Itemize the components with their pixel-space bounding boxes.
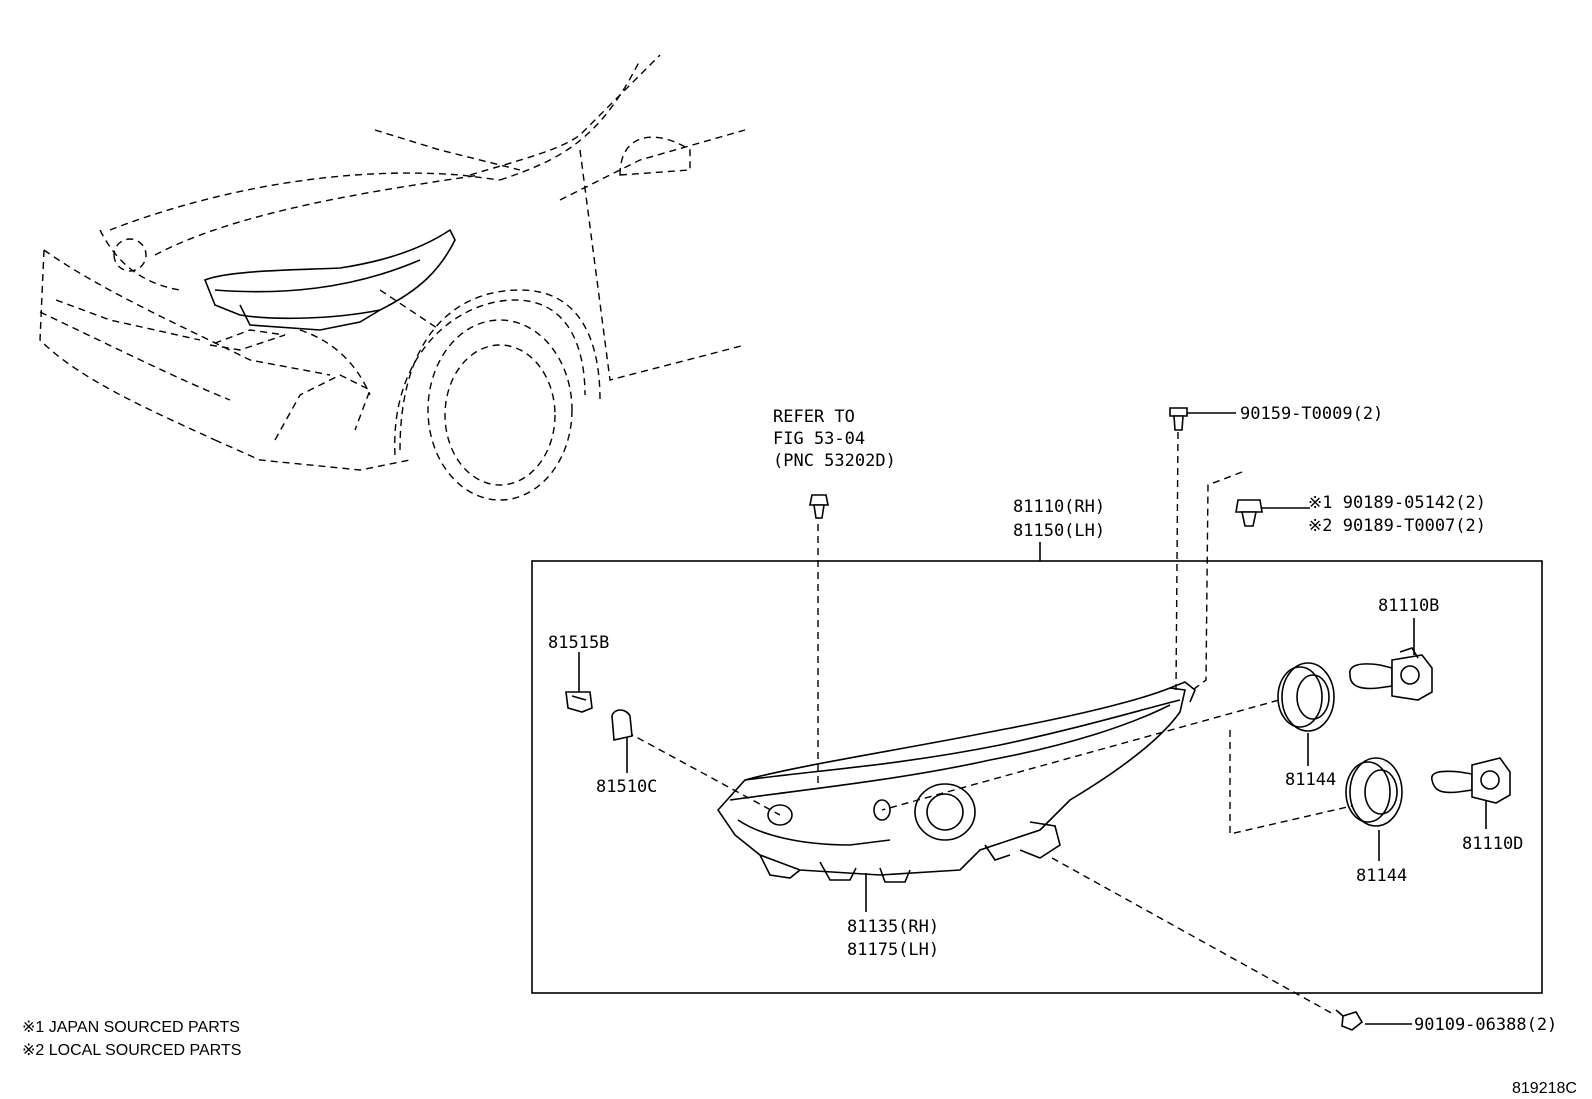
label-cover-lower: 81144 [1356, 866, 1407, 886]
label-screw-top: 90159-T0009(2) [1240, 404, 1383, 424]
screw-top-icon [1169, 407, 1188, 431]
label-grommet-1: ※1 90189-05142(2) [1308, 493, 1486, 513]
label-cover-upper: 81144 [1285, 770, 1336, 790]
label-bulb-d: 81110D [1462, 834, 1523, 854]
label-bulb-b: 81110B [1378, 596, 1439, 616]
parts-group-frame [531, 560, 1543, 994]
label-bulb-small: 81510C [596, 777, 657, 797]
refer-text-line1: REFER TO [773, 407, 855, 427]
label-bracket-rh: 81135(RH) [847, 917, 939, 937]
cover-upper-icon [1277, 662, 1335, 732]
bolt-refer-icon [809, 494, 829, 519]
small-bulb-icon [611, 709, 633, 741]
grommet-icon [1235, 499, 1263, 527]
bulb-d-icon [1431, 757, 1511, 804]
label-headlamp-lh: 81150(LH) [1013, 521, 1105, 541]
screw-bottom-icon [1335, 1009, 1364, 1031]
label-grommet-2: ※2 90189-T0007(2) [1308, 516, 1486, 536]
note-local-sourced: ※2 LOCAL SOURCED PARTS [22, 1042, 241, 1059]
bulb-b-icon [1349, 647, 1433, 701]
label-bracket-lh: 81175(LH) [847, 940, 939, 960]
note-japan-sourced: ※1 JAPAN SOURCED PARTS [22, 1019, 240, 1036]
headlamp-assembly [716, 681, 1196, 883]
figure-id: 819218C [1512, 1080, 1577, 1097]
car-front-illustration [39, 54, 746, 501]
refer-text-line3: (PNC 53202D) [773, 451, 896, 471]
label-headlamp-rh: 81110(RH) [1013, 497, 1105, 517]
leader-lines [578, 412, 1487, 1025]
label-clip: 81515B [548, 633, 609, 653]
clip-icon [565, 691, 593, 713]
cover-lower-icon [1345, 757, 1403, 827]
refer-text-line2: FIG 53-04 [773, 429, 865, 449]
label-screw-bottom: 90109-06388(2) [1414, 1015, 1557, 1035]
